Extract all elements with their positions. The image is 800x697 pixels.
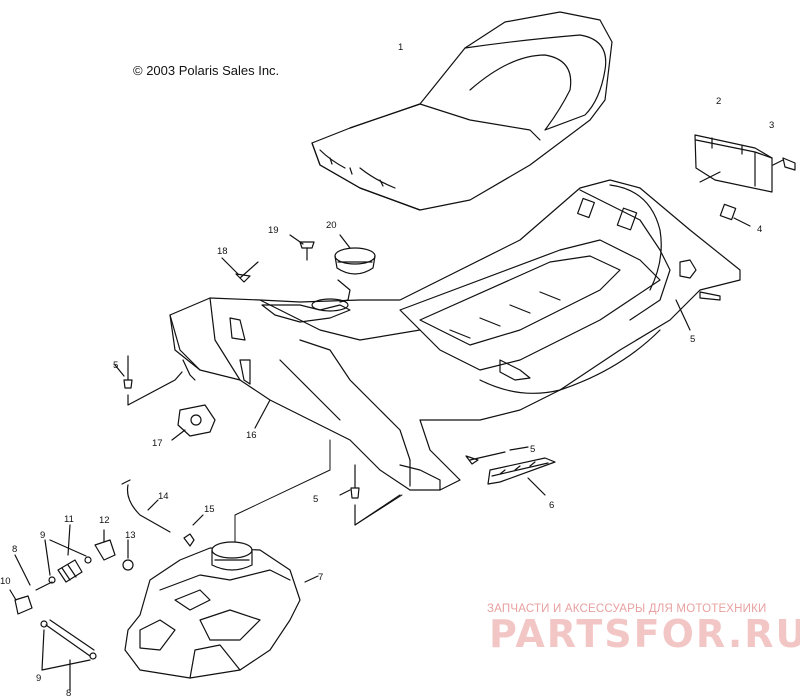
copyright-text: © 2003 Polaris Sales Inc. (133, 63, 280, 78)
callout-numbers: 1 2 3 4 5 5 5 5 6 7 8 8 9 9 10 11 12 13 … (0, 42, 774, 697)
elbow-fitting-part-12 (94, 529, 116, 561)
strap-part-6 (487, 457, 556, 496)
bolt-part-3 (772, 157, 796, 171)
callout-5b: 5 (313, 494, 318, 505)
callout-17: 17 (152, 438, 163, 449)
callout-1: 1 (398, 42, 403, 53)
body-chassis-part (169, 179, 741, 491)
callout-9b: 9 (36, 673, 41, 684)
callout-7: 7 (318, 572, 323, 583)
watermark-tagline: ЗАПЧАСТИ И АКСЕССУАРЫ ДЛЯ МОТОТЕХНИКИ (487, 603, 767, 615)
seat-part (311, 11, 613, 211)
latch-bracket-part (694, 134, 773, 193)
screw-part-19 (289, 234, 315, 261)
connection-lines (234, 439, 403, 549)
callout-9a: 9 (40, 530, 45, 541)
callout-12: 12 (99, 515, 110, 526)
callout-4: 4 (757, 224, 762, 235)
callout-5d: 5 (690, 334, 695, 345)
callout-13: 13 (125, 530, 136, 541)
filter-part-11 (57, 524, 83, 583)
callout-14: 14 (158, 491, 169, 502)
callout-3: 3 (769, 120, 774, 131)
callout-15: 15 (204, 504, 215, 515)
hose-part-8a (14, 554, 53, 591)
hose-part-14 (121, 479, 171, 533)
grommet-part-13 (122, 539, 134, 571)
callout-20: 20 (326, 220, 337, 231)
watermark-logo: PARTSFOR.RU (489, 612, 800, 656)
leader-line-16 (254, 399, 271, 429)
callout-19: 19 (268, 225, 279, 236)
callout-2: 2 (716, 96, 721, 107)
hose-part-8b (40, 619, 97, 691)
callout-6: 6 (549, 500, 554, 511)
callout-5a: 5 (113, 360, 118, 371)
clamp-part-15 (183, 514, 204, 547)
callout-16: 16 (246, 430, 257, 441)
clip-part-4 (719, 203, 751, 227)
callout-5c: 5 (530, 444, 535, 455)
callout-18: 18 (217, 246, 228, 257)
bracket-part-17 (171, 404, 216, 441)
petcock-part-10 (9, 589, 33, 615)
callout-11: 11 (64, 514, 74, 525)
push-pin-part-18 (221, 257, 259, 283)
clamp-part-9b (41, 629, 91, 671)
fuel-cap-part-20 (334, 234, 376, 303)
callout-8a: 8 (12, 544, 17, 555)
fuel-tank-part-7 (124, 541, 319, 679)
clamp-part-9a (44, 539, 92, 584)
rivet-part-5c (465, 446, 529, 465)
rivet-part-5a (114, 355, 183, 406)
leader-line-5d (675, 299, 691, 331)
callout-8b: 8 (66, 688, 71, 697)
callout-10: 10 (0, 576, 11, 587)
